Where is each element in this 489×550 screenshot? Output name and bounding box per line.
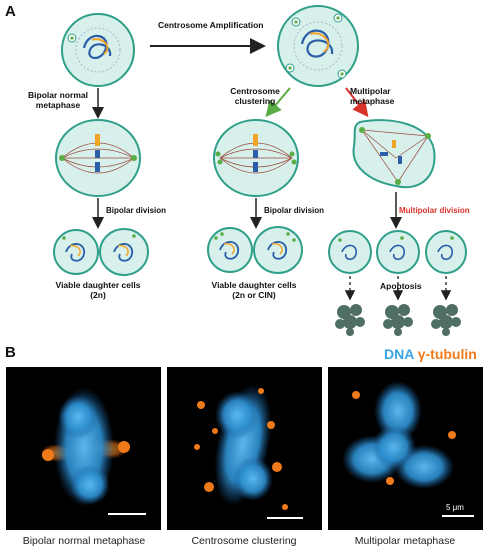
- legend: DNA γ-tubulin: [384, 346, 477, 362]
- multipolar-label: Multipolar metaphase: [350, 86, 426, 106]
- legend-dna: DNA: [384, 346, 414, 362]
- interphase-cell-amplified: [277, 5, 359, 87]
- caption-clustering: Centrosome clustering: [191, 535, 297, 547]
- scale-label: 5 μm: [446, 503, 464, 512]
- bipolar-normal-line1: Bipolar normal: [28, 90, 88, 100]
- clustering-label: Centrosome clustering: [222, 86, 288, 106]
- apoptosis-label: Apoptosis: [380, 281, 422, 291]
- centrosome-amplification-label: Centrosome Amplification: [158, 20, 264, 30]
- bipolar-division-mid-label: Bipolar division: [264, 206, 325, 215]
- scale-bar-3: [442, 515, 474, 517]
- legend-tubulin: γ-tubulin: [417, 346, 477, 362]
- multipolar-division-label: Multipolar division: [399, 206, 470, 215]
- daughter-cells-left: [53, 228, 149, 276]
- bipolar-metaphase-cell: [55, 119, 141, 197]
- multipolar-line1: Multipolar: [350, 86, 391, 96]
- bipolar-division-left-label: Bipolar division: [106, 206, 167, 215]
- micrograph-clustering: [167, 367, 322, 530]
- clustering-metaphase-cell: [213, 119, 299, 197]
- panel-a-letter: A: [5, 3, 16, 20]
- daughter-cells-multipolar: [328, 230, 467, 274]
- scale-bar-1: [108, 513, 146, 515]
- viable-mid-label: Viable daughter cells (2n or CIN): [202, 280, 306, 300]
- bipolar-normal-label: Bipolar normal metaphase: [20, 90, 96, 110]
- viable-left-line1: Viable daughter cells: [55, 280, 141, 290]
- micrograph-multipolar: 5 μm: [328, 367, 483, 530]
- viable-mid-line1: Viable daughter cells: [211, 280, 297, 290]
- apoptotic-bodies: [335, 304, 461, 336]
- panel-b-letter: B: [5, 344, 16, 361]
- arrow-to-clustering: [265, 87, 291, 118]
- viable-mid-line2: (2n or CIN): [232, 290, 276, 300]
- bipolar-normal-line2: metaphase: [35, 100, 81, 110]
- clustering-line2: clustering: [234, 96, 276, 106]
- multipolar-line2: metaphase: [350, 96, 395, 106]
- micrograph-bipolar: [6, 367, 161, 530]
- arrow-to-multipolar: [345, 87, 369, 118]
- viable-left-label: Viable daughter cells (2n): [46, 280, 150, 300]
- clustering-line1: Centrosome: [230, 86, 280, 96]
- micrograph-multipolar-image: [342, 381, 456, 489]
- scale-bar-2: [267, 517, 303, 519]
- interphase-cell-left: [61, 13, 135, 87]
- caption-multipolar: Multipolar metaphase: [354, 535, 456, 547]
- viable-left-line2: (2n): [90, 290, 106, 300]
- micrograph-clustering-image: [194, 384, 288, 510]
- caption-bipolar: Bipolar normal metaphase: [22, 535, 146, 547]
- daughter-cells-mid: [207, 226, 303, 274]
- multipolar-metaphase-cell: [352, 119, 436, 189]
- micrograph-bipolar-image: [40, 387, 130, 507]
